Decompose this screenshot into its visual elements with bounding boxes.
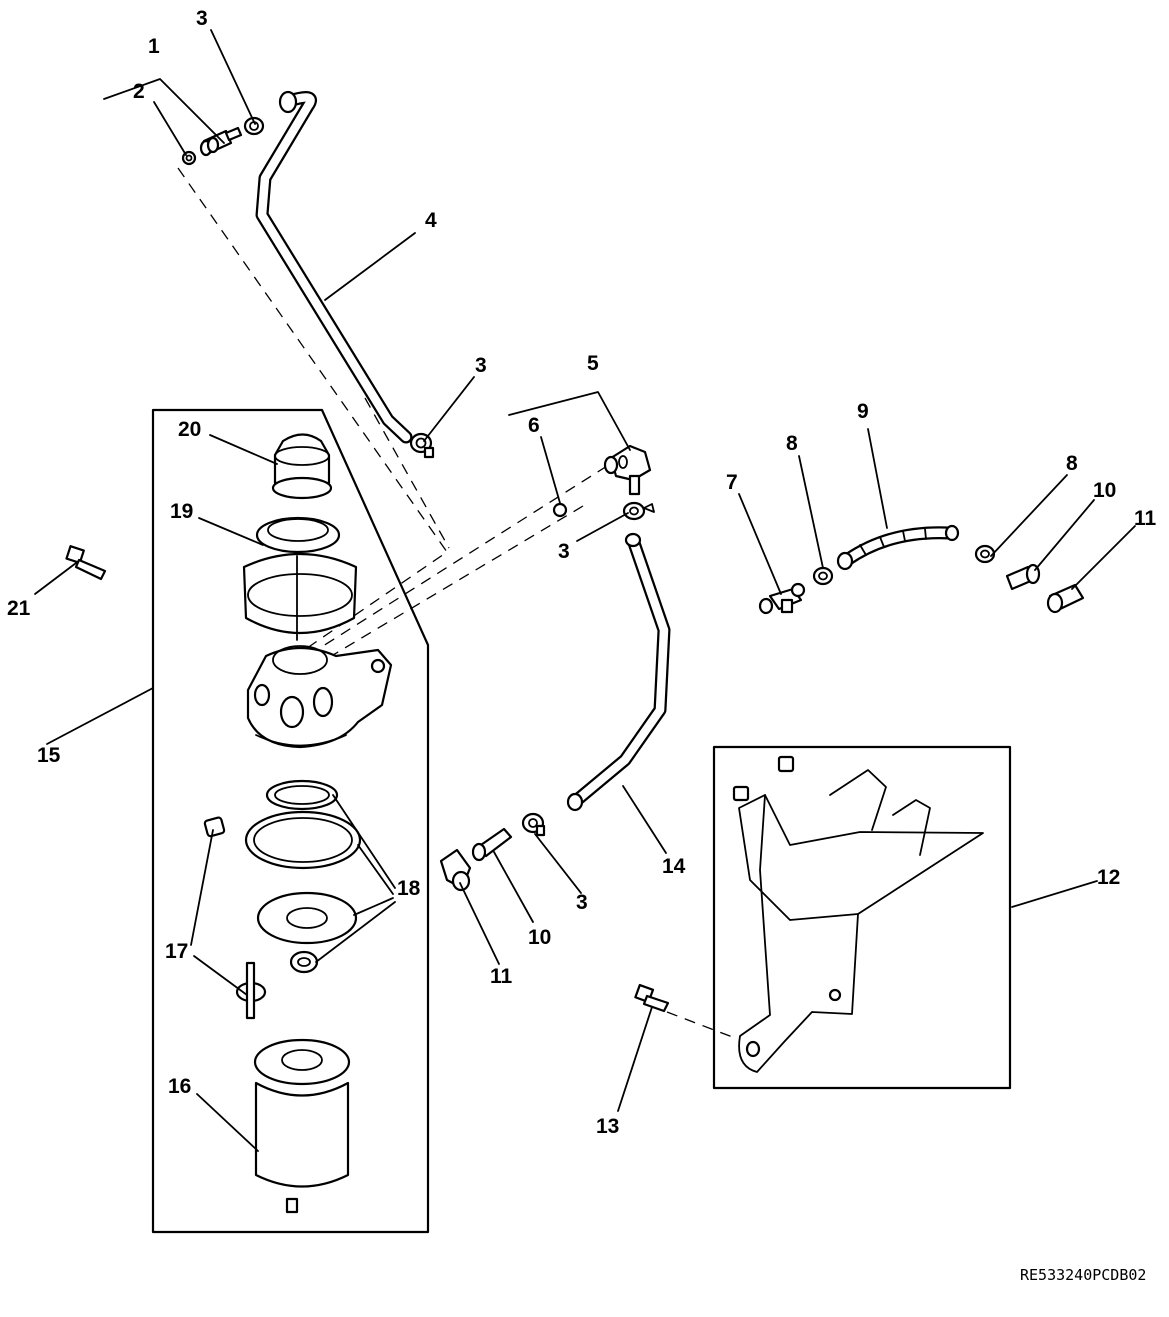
callout-3a: 3	[196, 7, 208, 30]
callout-3b: 3	[475, 354, 487, 377]
clamp-3-hose4	[409, 432, 435, 459]
hose-14	[566, 532, 671, 812]
bolt-21	[65, 545, 107, 581]
drain-plug-17	[203, 816, 267, 1020]
callout-1: 1	[148, 35, 160, 58]
hose-9	[836, 524, 960, 571]
tee-fitting-7	[758, 582, 806, 615]
callout-2: 2	[133, 80, 145, 103]
nipple-10-lower	[471, 827, 513, 862]
bracket-nuts	[732, 755, 795, 802]
callout-8a: 8	[786, 432, 798, 455]
callout-10b: 10	[528, 926, 551, 949]
o-ring-6	[552, 502, 568, 518]
callout-6: 6	[528, 414, 540, 437]
callout-16: 16	[168, 1075, 191, 1098]
seal-kit-18	[244, 779, 362, 974]
callout-21: 21	[7, 597, 31, 620]
elbow-fitting-5	[603, 444, 652, 496]
cap-11-lower	[439, 848, 472, 892]
filter-element-16	[253, 1038, 351, 1214]
callout-10a: 10	[1093, 479, 1116, 502]
hose-4	[255, 90, 413, 444]
reference-code: RE533240PCDB02	[1020, 1266, 1146, 1284]
fitting-1-adapter	[199, 126, 243, 157]
callout-9: 9	[857, 400, 869, 423]
ring-nut-19	[242, 516, 358, 641]
callout-19: 19	[170, 500, 193, 523]
filter-head	[246, 645, 393, 749]
clamp-3-hose14	[622, 501, 655, 521]
callout-12: 12	[1097, 866, 1120, 889]
washer-2-inner	[185, 154, 193, 162]
callout-15: 15	[37, 744, 61, 767]
callout-11a: 11	[1134, 507, 1157, 530]
nipple-10-right	[1005, 563, 1041, 591]
callout-13: 13	[596, 1115, 619, 1138]
callout-20: 20	[178, 418, 201, 441]
bracket-12	[732, 755, 984, 1073]
callout-18: 18	[397, 877, 421, 900]
filter-assembly-frame	[151, 408, 430, 1234]
callout-17: 17	[165, 940, 188, 963]
callout-4: 4	[425, 209, 437, 232]
clamp-3-lower	[521, 812, 546, 837]
callout-14: 14	[662, 855, 686, 878]
bracket-frame	[712, 745, 1012, 1090]
bolt-13	[634, 983, 670, 1013]
clamp-8-right	[974, 544, 996, 564]
clamp-3-top	[243, 116, 265, 136]
callout-11b: 11	[490, 965, 513, 988]
callout-labels: 1 2 3 4 3 5 6 3 7 8 9 8 10 11 20 19 21 1…	[7, 7, 1157, 1138]
leader-lines	[34, 29, 1136, 1152]
callout-3d: 3	[576, 891, 588, 914]
callout-3c: 3	[558, 540, 570, 563]
cap-20	[271, 433, 333, 500]
callout-7: 7	[726, 471, 738, 494]
callout-8b: 8	[1066, 452, 1078, 475]
callout-5: 5	[587, 352, 599, 375]
clamp-8-left	[812, 566, 834, 586]
cap-11-right	[1046, 583, 1085, 614]
